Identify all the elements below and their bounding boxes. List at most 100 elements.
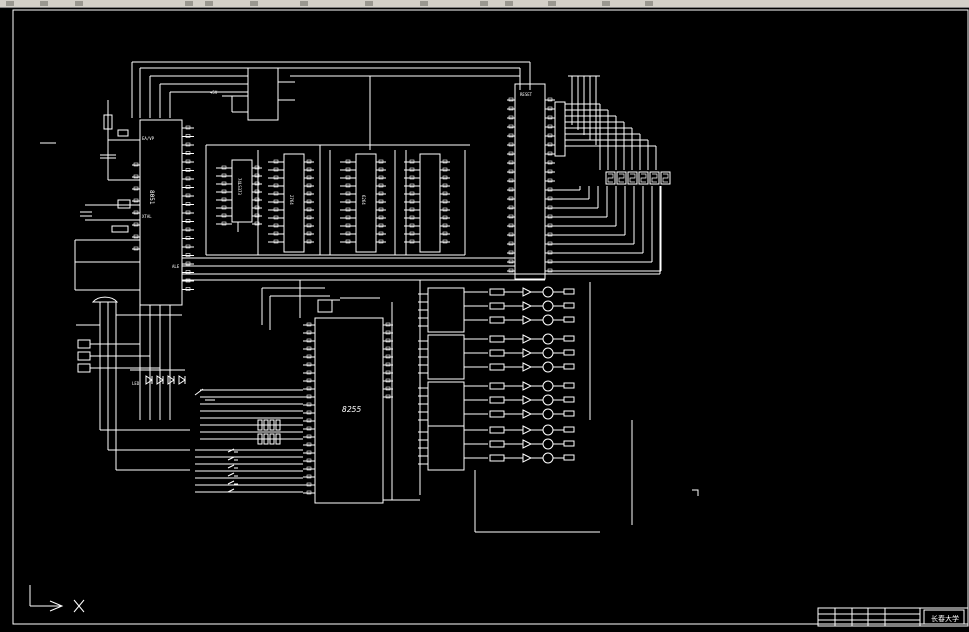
- pin-mark: [345, 175, 351, 180]
- buffer-gate: [522, 395, 533, 405]
- pin-mark: [133, 222, 139, 227]
- segment-glyph: [607, 173, 614, 183]
- pin-mark: [442, 159, 448, 164]
- pin-mark: [409, 167, 415, 172]
- pin-mark: [508, 106, 514, 111]
- xtal-label: XTAL: [142, 214, 152, 219]
- pin-mark: [306, 434, 312, 439]
- ppi-bus: [261, 280, 420, 501]
- toolbar-icon[interactable]: [300, 1, 308, 6]
- led-row: [145, 375, 186, 385]
- pin-mark: [306, 183, 312, 188]
- transistor: [542, 286, 554, 298]
- pin-mark: [345, 239, 351, 244]
- pin-mark: [254, 165, 260, 170]
- pin-mark: [185, 168, 191, 172]
- toolbar-icon[interactable]: [505, 1, 513, 6]
- memory-chip-pins: [216, 159, 450, 244]
- toolbar-icon[interactable]: [420, 1, 428, 6]
- eprom-chip: [283, 153, 305, 253]
- buffer-gate: [522, 453, 533, 463]
- pin-mark: [273, 167, 279, 172]
- seven-segment-digit: [616, 171, 627, 185]
- load-resistor: [563, 382, 575, 389]
- toolbar-icon[interactable]: [548, 1, 556, 6]
- pin-mark: [306, 410, 312, 415]
- buffer-gate: [522, 334, 533, 344]
- pin-mark: [378, 207, 384, 212]
- resistor: [275, 419, 281, 431]
- pin-mark: [508, 196, 514, 201]
- led-diode: [178, 375, 186, 385]
- pin-mark: [508, 223, 514, 228]
- switch-bank: [194, 388, 281, 493]
- buffer-gate: [522, 315, 533, 325]
- pin-mark: [378, 231, 384, 236]
- switch-contact: [227, 472, 238, 477]
- segment-glyph: [662, 173, 669, 183]
- pin-mark: [221, 165, 227, 170]
- toolbar-icon[interactable]: [250, 1, 258, 6]
- pin-mark: [185, 219, 191, 223]
- transistor: [542, 347, 554, 359]
- pin-mark: [133, 174, 139, 179]
- pin-mark: [254, 213, 260, 218]
- pin-mark: [306, 378, 312, 383]
- toolbar-icon[interactable]: [185, 1, 193, 6]
- pin-mark: [185, 227, 191, 232]
- toolbar-icon[interactable]: [6, 1, 14, 6]
- pin-mark: [221, 181, 227, 186]
- buffer-gate: [522, 287, 533, 297]
- pin-mark: [378, 183, 384, 188]
- resistor: [263, 419, 269, 431]
- optocoupler: [489, 363, 505, 371]
- pin-mark: [508, 142, 514, 147]
- transistor: [542, 300, 554, 312]
- pin-mark: [385, 322, 391, 327]
- seven-segment-digit: [660, 171, 671, 185]
- toolbar-icon[interactable]: [602, 1, 610, 6]
- toolbar-icon[interactable]: [75, 1, 83, 6]
- buffer-gate: [522, 381, 533, 391]
- gate-chip: [247, 67, 279, 121]
- transistor: [542, 408, 554, 420]
- optocoupler: [489, 302, 505, 310]
- toolbar-icon[interactable]: [645, 1, 653, 6]
- drawing-canvas[interactable]: 8051 EA/VP XTAL ALE: [0, 8, 969, 628]
- pin-mark: [508, 115, 514, 120]
- controller-pins: [507, 97, 555, 273]
- memory-bus-frame: [182, 144, 660, 281]
- buffer-gate: [522, 409, 533, 419]
- pin-mark: [306, 426, 312, 431]
- ale-label: ALE: [172, 264, 180, 269]
- pin-mark: [185, 185, 191, 189]
- load-resistor: [563, 440, 575, 447]
- pin-mark: [547, 196, 553, 201]
- pin-mark: [306, 231, 312, 236]
- pin-mark: [409, 239, 415, 244]
- transistor: [542, 394, 554, 406]
- pin-mark: [221, 205, 227, 210]
- title-block-text: 长春大学: [931, 614, 959, 623]
- pin-mark: [378, 239, 384, 244]
- pin-mark: [547, 268, 553, 273]
- pin-mark: [442, 183, 448, 188]
- pin-mark: [508, 268, 514, 273]
- resistor: [269, 433, 275, 445]
- supply-label: +5V: [210, 90, 218, 95]
- pin-mark: [385, 338, 391, 343]
- segment-glyph: [651, 173, 658, 183]
- pin-mark: [185, 236, 191, 240]
- display-controller-chip: [514, 83, 546, 280]
- pin-mark: [442, 231, 448, 236]
- pin-mark: [378, 223, 384, 228]
- toolbar-icon[interactable]: [40, 1, 48, 6]
- toolbar-icon[interactable]: [365, 1, 373, 6]
- switch-contact: [194, 388, 215, 401]
- pin-mark: [306, 362, 312, 367]
- toolbar-icon[interactable]: [480, 1, 488, 6]
- led-diode: [167, 375, 175, 385]
- toolbar-icon[interactable]: [205, 1, 213, 6]
- pin-mark: [508, 250, 514, 255]
- led-diode: [145, 375, 153, 385]
